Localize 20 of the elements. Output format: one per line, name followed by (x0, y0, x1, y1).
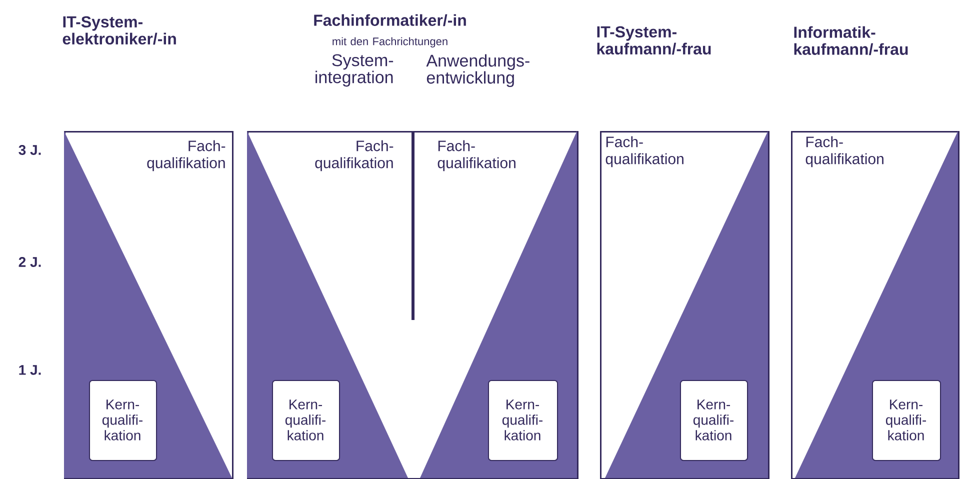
subtitle: mit den Fachrichtungen (332, 37, 448, 48)
column-heading: Fachinformatiker/-in (314, 14, 466, 26)
core-qualification-box: Kern- qualifi- kation (680, 380, 748, 461)
column-heading: IT-System- elektroniker/-in (62, 16, 176, 45)
core-qualification-box: Kern- qualifi- kation (488, 380, 558, 461)
specialization-label: Anwendungs- entwicklung (426, 54, 530, 88)
core-qualification-box: Kern- qualifi- kation (872, 380, 941, 461)
core-qualification-box: Kern- qualifi- kation (89, 380, 158, 461)
qualification-label: Fach- qualifikation (806, 136, 884, 168)
qualification-label: Fach- qualifikation (147, 140, 226, 172)
column-heading: IT-System- kaufmann/-frau (597, 26, 711, 55)
qualification-label: Fach- qualifikation (315, 140, 394, 172)
year-label: 3 J. (18, 145, 41, 155)
qualification-label: Fach- qualifikation (438, 140, 516, 172)
specialization-label: System- integration (316, 54, 394, 87)
year-label: 1 J. (19, 365, 41, 375)
core-qualification-box: Kern- qualifi- kation (272, 380, 340, 461)
qualification-label: Fach- qualifikation (606, 136, 684, 168)
year-label: 2 J. (18, 257, 41, 267)
column-heading: Informatik- kaufmann/-frau (794, 26, 908, 56)
